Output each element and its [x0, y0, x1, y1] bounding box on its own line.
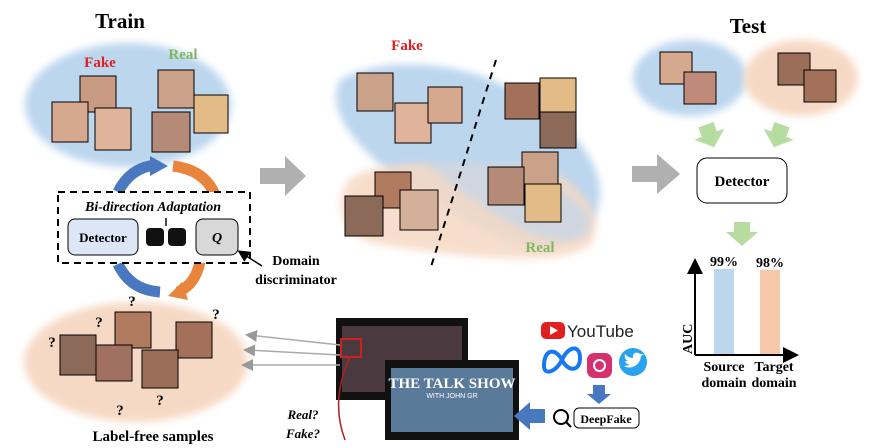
- test-detector-label: Detector: [715, 174, 770, 190]
- green-arrow-right: [763, 121, 794, 148]
- deepfake-search-box[interactable]: [573, 407, 640, 429]
- train-fake-label: Fake: [84, 55, 116, 71]
- blue-arrow-left: [514, 402, 545, 430]
- test-faces: [659, 51, 837, 105]
- highlight-callout-line: [337, 356, 351, 441]
- question-fake: Fake?: [285, 426, 320, 441]
- video-title: THE TALK SHOW: [389, 376, 516, 392]
- bar-target: [760, 269, 780, 354]
- middle-faces: [344, 72, 577, 237]
- discriminator-pointer-arrow: [237, 250, 263, 267]
- train-title: Train: [95, 9, 145, 33]
- video-subtitle: WITH JOHN GR: [426, 393, 477, 400]
- instagram-icon: [587, 353, 612, 378]
- question-mark: ?: [128, 294, 136, 310]
- bar-value-label: 99%: [710, 255, 738, 270]
- train-detector-label: Detector: [79, 230, 127, 245]
- train-fake-faces: [51, 75, 132, 151]
- adaptation-title: Bi-direction Adaptation: [84, 200, 221, 215]
- label-free-faces: [59, 311, 213, 389]
- middle-real-label: Real: [525, 240, 554, 256]
- orange-cycle-arrow-top: [172, 160, 221, 198]
- question-mark: ?: [156, 393, 164, 409]
- question-mark: ?: [48, 335, 56, 351]
- train-real-label: Real: [168, 47, 197, 63]
- decision-boundary-line: [429, 59, 497, 271]
- space-to-test-arrow: [632, 154, 680, 194]
- instagram-lens: [593, 359, 606, 372]
- orange-arrowhead-bottom: [168, 282, 188, 300]
- blue-arrow-down: [587, 385, 611, 404]
- question-real: Real?: [286, 407, 319, 422]
- blue-arrowhead-top: [150, 156, 168, 176]
- bar-value-label: 98%: [756, 256, 784, 271]
- category-label: Source: [704, 360, 745, 375]
- blue-cycle-arrow-top: [113, 159, 156, 195]
- question-marks: ? ? ? ? ? ?: [48, 294, 220, 419]
- discriminator-caption-line2: discriminator: [255, 273, 337, 288]
- discriminator-box: [195, 218, 239, 256]
- face-highlight-box: [340, 338, 362, 358]
- youtube-label: YouTube: [567, 322, 634, 341]
- category-label: domain: [701, 376, 746, 391]
- category-label: Target: [754, 360, 793, 375]
- train-real-faces: [151, 69, 229, 153]
- youtube-logo: YouTube: [541, 322, 634, 341]
- meta-icon: [541, 346, 583, 374]
- green-arrow-left: [694, 121, 725, 148]
- test-detector-box: [696, 157, 788, 204]
- video-film-strip-front: THE TALK SHOW WITH JOHN GR: [385, 360, 519, 440]
- test-title: Test: [730, 14, 767, 38]
- question-mark: ?: [212, 307, 220, 323]
- question-mark: ?: [95, 315, 103, 331]
- train-detector-box: [67, 218, 139, 256]
- search-icon: [553, 409, 569, 425]
- discriminator-symbol: Q: [212, 231, 222, 246]
- green-arrow-down: [726, 222, 758, 246]
- chart-y-label: AUC: [681, 324, 696, 354]
- deepfake-search-label: DeepFake: [580, 412, 632, 426]
- label-free-samples-caption: Label-free samples: [93, 429, 214, 445]
- fist-bump-icon: [146, 218, 186, 246]
- bar-source: [714, 268, 734, 354]
- blue-cycle-arrow-bottom: [113, 261, 161, 298]
- question-mark: ?: [116, 403, 124, 419]
- train-to-space-arrow: [260, 156, 306, 196]
- sample-extraction-arrows: [241, 330, 341, 371]
- category-label: domain: [751, 376, 796, 391]
- twitter-bird: [624, 352, 644, 368]
- search-icon-handle: [565, 421, 572, 428]
- discriminator-caption-line1: Domain: [272, 254, 320, 269]
- middle-fake-label: Fake: [391, 38, 423, 54]
